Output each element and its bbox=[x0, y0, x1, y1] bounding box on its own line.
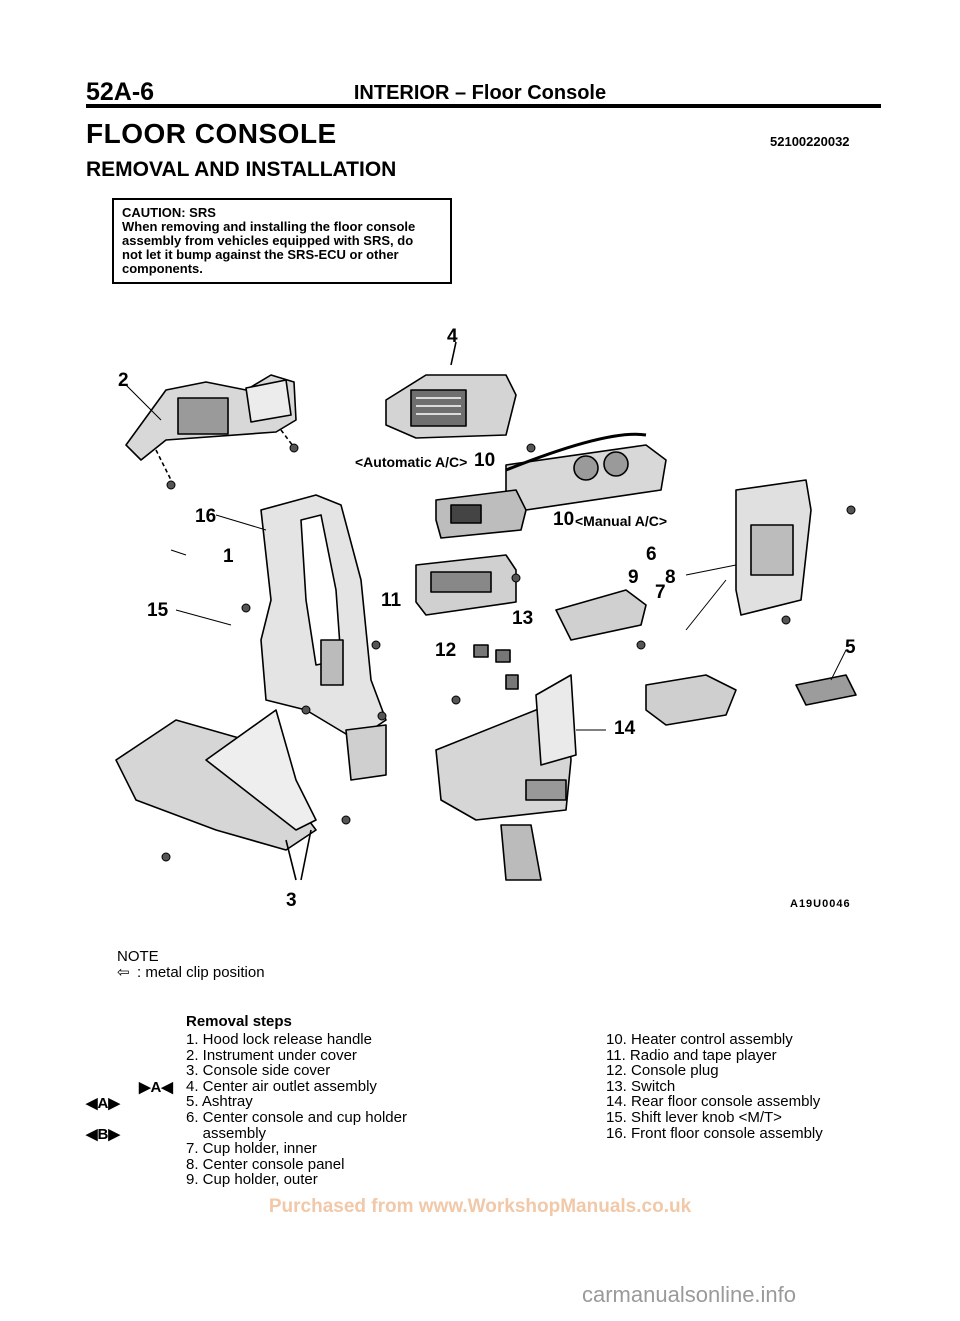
radio-drawing bbox=[415, 554, 517, 616]
note-clip-line: ⇦ : metal clip position bbox=[117, 963, 265, 981]
exploded-diagram bbox=[115, 341, 857, 881]
callout-14: 14 bbox=[614, 718, 636, 739]
callout-1: 1 bbox=[223, 546, 234, 567]
callout-4: 4 bbox=[447, 326, 458, 347]
instrument-under-cover-drawing bbox=[125, 374, 297, 481]
document-code: 52100220032 bbox=[770, 134, 850, 149]
list-item: 7. Cup holder, inner bbox=[186, 1140, 317, 1158]
caution-line: assembly from vehicles equipped with SRS… bbox=[122, 233, 414, 248]
page-header-title: INTERIOR – Floor Console bbox=[353, 82, 607, 104]
cup-holder-outer-drawing bbox=[555, 589, 647, 641]
callout-10-automatic: 10 bbox=[474, 450, 496, 471]
list-item: 1. Hood lock release handle bbox=[186, 1031, 372, 1048]
removal-steps-left: 1. Hood lock release handle 2. Instrumen… bbox=[186, 1032, 407, 1188]
callout-8: 8 bbox=[665, 567, 676, 588]
caution-line: components. bbox=[122, 261, 203, 276]
note-title: NOTE bbox=[117, 948, 159, 965]
caution-box: CAUTION: SRS When removing and installin… bbox=[112, 198, 452, 284]
removal-steps-right: 10. Heater control assembly 11. Radio an… bbox=[606, 1032, 823, 1141]
list-item: 5. Ashtray bbox=[186, 1093, 253, 1111]
callout-16: 16 bbox=[195, 506, 217, 527]
figure-code: A19U0046 bbox=[790, 898, 851, 910]
note-clip-text: : metal clip position bbox=[137, 964, 265, 981]
section-title: FLOOR CONSOLE bbox=[86, 118, 337, 149]
callout-11: 11 bbox=[381, 590, 402, 611]
list-item: 13. Switch bbox=[606, 1077, 676, 1095]
callout-12: 12 bbox=[435, 640, 457, 661]
switches-drawing bbox=[473, 644, 519, 690]
center-air-outlet-drawing bbox=[385, 341, 517, 439]
caution-line: CAUTION: SRS bbox=[122, 205, 216, 220]
list-item: assembly bbox=[186, 1124, 267, 1142]
console-side-cover-drawing bbox=[115, 709, 317, 881]
marker-step-7: ◀B▶ bbox=[86, 1126, 120, 1143]
leader-lines bbox=[125, 384, 847, 731]
label-manual-ac: <Manual A/C> bbox=[575, 513, 668, 529]
watermark-link[interactable]: Purchased from www.WorkshopManuals.co.uk bbox=[268, 1196, 692, 1217]
list-item: 12. Console plug bbox=[606, 1062, 719, 1080]
list-item: 4. Center air outlet assembly bbox=[186, 1077, 377, 1095]
callout-6: 6 bbox=[646, 544, 657, 565]
header-rule bbox=[86, 104, 881, 108]
list-item: 9. Cup holder, outer bbox=[186, 1171, 318, 1189]
front-floor-console-drawing bbox=[260, 494, 387, 741]
rear-floor-console-drawing bbox=[435, 674, 577, 881]
callout-7: 7 bbox=[655, 582, 666, 603]
callout-3: 3 bbox=[286, 890, 297, 911]
list-item: 6. Center console and cup holder bbox=[186, 1108, 407, 1126]
list-item: 15. Shift lever knob <M/T> bbox=[606, 1108, 782, 1126]
callout-10-manual: 10 bbox=[553, 509, 575, 530]
callout-13: 13 bbox=[512, 608, 534, 629]
callout-2: 2 bbox=[118, 370, 129, 391]
list-item: 10. Heater control assembly bbox=[606, 1031, 793, 1048]
list-item: 3. Console side cover bbox=[186, 1062, 331, 1080]
ashtray-drawing bbox=[795, 674, 857, 706]
manual-heater-control-drawing bbox=[505, 432, 667, 511]
fastener-marks bbox=[161, 443, 856, 862]
list-item: 2. Instrument under cover bbox=[186, 1046, 357, 1064]
callout-5: 5 bbox=[845, 637, 856, 658]
list-item: 16. Front floor console assembly bbox=[606, 1124, 823, 1142]
automatic-heater-control-drawing bbox=[435, 489, 527, 539]
marker-step-6: ◀A▶ bbox=[86, 1095, 120, 1112]
list-item: 8. Center console panel bbox=[186, 1155, 345, 1173]
callout-15: 15 bbox=[147, 600, 169, 621]
center-console-panel-drawing bbox=[735, 479, 812, 616]
list-item: 14. Rear floor console assembly bbox=[606, 1093, 821, 1111]
cup-holder-inner-drawing bbox=[645, 674, 737, 726]
metal-clip-arrow-icon: ⇦ bbox=[117, 964, 130, 981]
console-bracket-drawing bbox=[345, 724, 387, 781]
removal-steps-title: Removal steps bbox=[186, 1013, 292, 1030]
label-automatic-ac: <Automatic A/C> bbox=[355, 454, 468, 470]
callout-9: 9 bbox=[628, 567, 639, 588]
list-item: 11. Radio and tape player bbox=[606, 1046, 777, 1064]
footer-site: carmanualsonline.info bbox=[582, 1282, 797, 1307]
caution-line: When removing and installing the floor c… bbox=[122, 219, 416, 234]
section-subtitle: REMOVAL AND INSTALLATION bbox=[86, 158, 397, 181]
marker-step-4: ▶A◀ bbox=[139, 1079, 173, 1096]
caution-line: not let it bump against the SRS-ECU or o… bbox=[122, 247, 399, 262]
page-code: 52A-6 bbox=[86, 78, 155, 106]
